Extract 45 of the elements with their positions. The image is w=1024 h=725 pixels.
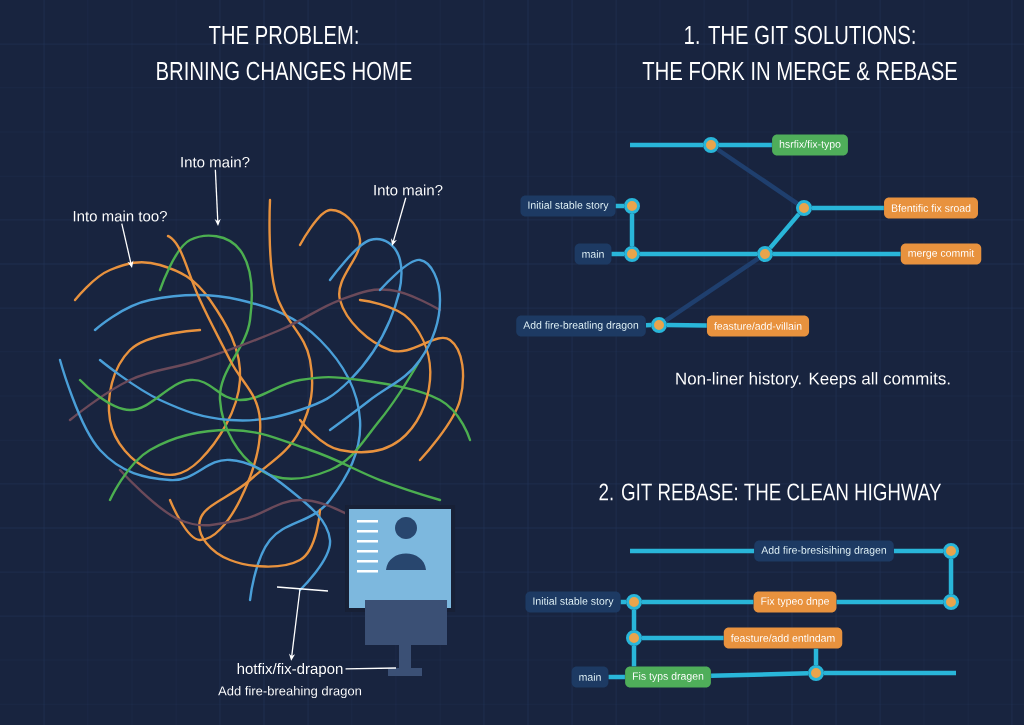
branch-line xyxy=(773,251,901,257)
branch-line xyxy=(893,548,943,554)
branch-line xyxy=(824,670,956,676)
branch-label-box: Fis typs dragen xyxy=(625,666,711,688)
branch-label-box: Bfentific fix sroad xyxy=(884,197,978,219)
branch-line xyxy=(664,256,760,323)
branch-line xyxy=(611,251,624,257)
branch-line xyxy=(836,599,943,605)
branch-line xyxy=(631,610,637,630)
branch-line xyxy=(608,674,625,680)
note-text: Non-liner history. Keeps all commits. xyxy=(676,372,950,388)
leader-line xyxy=(214,169,221,226)
note-text: Add fire-breahing dragon xyxy=(218,685,362,699)
branch-line xyxy=(813,648,819,665)
branch-line xyxy=(642,635,724,641)
callout-text: Into main? xyxy=(374,184,443,196)
commit-label-box: Add fire-bresisihing dragen xyxy=(754,540,894,562)
section-heading: THE FORK IN MERGE & REBASE xyxy=(642,61,957,81)
section-heading: THE PROBLEM: xyxy=(208,25,358,45)
section-heading: 1. THE GIT SOLUTIONS: xyxy=(685,25,915,45)
branch-line xyxy=(645,322,652,328)
section-heading: BRINING CHANGES HOME xyxy=(157,61,412,81)
branch-line xyxy=(642,599,754,605)
branch-line xyxy=(629,214,635,246)
branch-line xyxy=(630,142,703,148)
callout-text: Into main? xyxy=(181,156,250,168)
callout-text: Into main too? xyxy=(73,210,167,222)
branch-line xyxy=(630,548,755,554)
leader-line xyxy=(121,223,134,268)
leader-line xyxy=(391,197,407,246)
branch-line xyxy=(667,322,707,328)
branch-line xyxy=(711,670,809,679)
branch-line xyxy=(768,212,801,250)
branch-line xyxy=(812,205,884,211)
section-heading: 2. GIT REBASE: THE CLEAN HIGHWAY xyxy=(599,483,942,501)
branch-line xyxy=(948,559,954,594)
callout-text: hotfix/fix-drapon xyxy=(237,663,343,677)
leader-line xyxy=(344,667,397,670)
branch-line xyxy=(640,251,757,257)
commit-label-box: Add fire-breatling dragon xyxy=(516,315,646,337)
branch-line xyxy=(716,147,799,206)
branch-line xyxy=(719,142,772,148)
branch-line xyxy=(631,646,637,667)
branch-line xyxy=(615,203,624,209)
branch-line xyxy=(620,599,626,605)
